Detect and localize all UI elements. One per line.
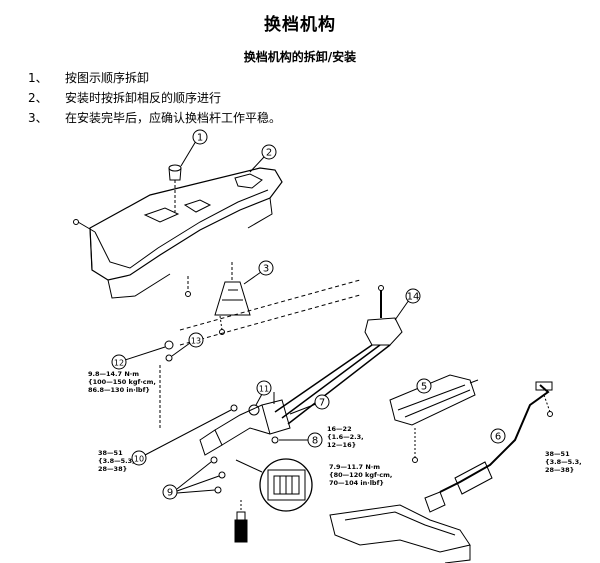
callout-13: 13 — [171, 332, 204, 357]
callout-3: 3 — [243, 260, 274, 285]
svg-text:14: 14 — [407, 292, 420, 303]
svg-text:10: 10 — [134, 455, 144, 464]
svg-text:12—16}: 12—16} — [327, 441, 356, 449]
callout-4: 14 — [394, 288, 421, 321]
torque-spec-12: 9.8—14.7 N·m {100—150 kgf·cm, 86.8—130 i… — [88, 370, 156, 394]
crossmember-drawing — [329, 504, 471, 563]
step-item: 3、 在安装完毕后，应确认换档杆工作平稳。 — [28, 108, 281, 128]
svg-text:11: 11 — [259, 385, 269, 394]
step-text: 安装时按拆卸相反的顺序进行 — [65, 91, 222, 105]
page-subtitle: 换档机构的拆卸/安装 — [243, 50, 357, 64]
svg-text:28—38}: 28—38} — [545, 466, 574, 474]
svg-text:16—22: 16—22 — [327, 425, 352, 433]
svg-text:86.8—130 in·lbf}: 86.8—130 in·lbf} — [88, 386, 150, 394]
svg-text:8: 8 — [312, 436, 318, 447]
callout-1: 1 — [180, 129, 208, 167]
callout-12: 12 — [111, 346, 166, 370]
callout-8: 8 — [279, 432, 323, 448]
svg-text:{3.8—5.3,: {3.8—5.3, — [98, 457, 135, 465]
torque-spec-mid: 7.9—11.7 N·m {80—120 kgf·cm, 70—104 in·l… — [329, 463, 392, 487]
step-number: 3、 — [28, 111, 48, 125]
shift-lever-cables-drawing — [159, 279, 403, 456]
svg-text:7.9—11.7 N·m: 7.9—11.7 N·m — [329, 463, 380, 471]
step-item: 1、 按图示顺序拆卸 — [28, 68, 281, 88]
callout-9: 9 — [162, 461, 220, 500]
torque-spec-8: 16—22 {1.6—2.3, 12—16} — [327, 425, 364, 449]
svg-text:38—51: 38—51 — [98, 449, 123, 457]
torque-spec-6: 38—51 {3.8—5.3, 28—38} — [545, 450, 582, 474]
svg-text:6: 6 — [495, 432, 501, 443]
detail-magnifier-drawing — [235, 458, 313, 512]
svg-text:{80—120 kgf·cm,: {80—120 kgf·cm, — [329, 471, 392, 479]
exploded-view-diagram: 1 2 3 14 5 6 7 8 9 1 — [73, 129, 582, 563]
callout-5: 5 — [416, 378, 432, 394]
svg-text:{100—150 kgf·cm,: {100—150 kgf·cm, — [88, 378, 156, 386]
svg-text:5: 5 — [421, 382, 427, 393]
shift-knob-drawing — [168, 164, 182, 212]
svg-text:{3.8—5.3,: {3.8—5.3, — [545, 458, 582, 466]
heat-insulator-drawing — [389, 374, 479, 463]
fasteners-drawing — [164, 340, 279, 494]
exhaust-pipe-drawing — [424, 381, 553, 513]
svg-text:12: 12 — [114, 359, 124, 368]
svg-text:2: 2 — [266, 148, 272, 159]
step-number: 1、 — [28, 71, 48, 85]
svg-text:{1.6—2.3,: {1.6—2.3, — [327, 433, 364, 441]
callout-11: 11 — [255, 380, 272, 406]
svg-text:1: 1 — [197, 133, 203, 144]
svg-text:3: 3 — [263, 264, 269, 275]
step-item: 2、 安装时按拆卸相反的顺序进行 — [28, 88, 281, 108]
svg-text:7: 7 — [319, 398, 325, 409]
step-text: 在安装完毕后，应确认换档杆工作平稳。 — [65, 111, 282, 125]
svg-text:38—51: 38—51 — [545, 450, 570, 458]
shift-boot-drawing — [214, 262, 251, 335]
callout-6: 6 — [490, 428, 506, 444]
step-list: 1、 按图示顺序拆卸 2、 安装时按拆卸相反的顺序进行 3、 在安装完毕后，应确认换档… — [28, 68, 281, 128]
svg-text:9.8—14.7 N·m: 9.8—14.7 N·m — [88, 370, 139, 378]
svg-text:9: 9 — [167, 488, 173, 499]
torque-spec-10: 38—51 {3.8—5.3, 28—38} — [98, 449, 135, 473]
step-text: 按图示顺序拆卸 — [65, 71, 150, 85]
page-title: 换档机构 — [264, 15, 336, 35]
svg-text:28—38}: 28—38} — [98, 465, 127, 473]
step-number: 2、 — [28, 91, 48, 105]
callout-2: 2 — [249, 144, 277, 173]
svg-text:13: 13 — [191, 337, 201, 346]
callout-10: 10 — [131, 409, 232, 466]
grease-tube-drawing — [234, 500, 248, 543]
center-console-drawing — [73, 167, 283, 299]
svg-text:70—104 in·lbf}: 70—104 in·lbf} — [329, 479, 384, 487]
callout-7: 7 — [289, 394, 330, 415]
